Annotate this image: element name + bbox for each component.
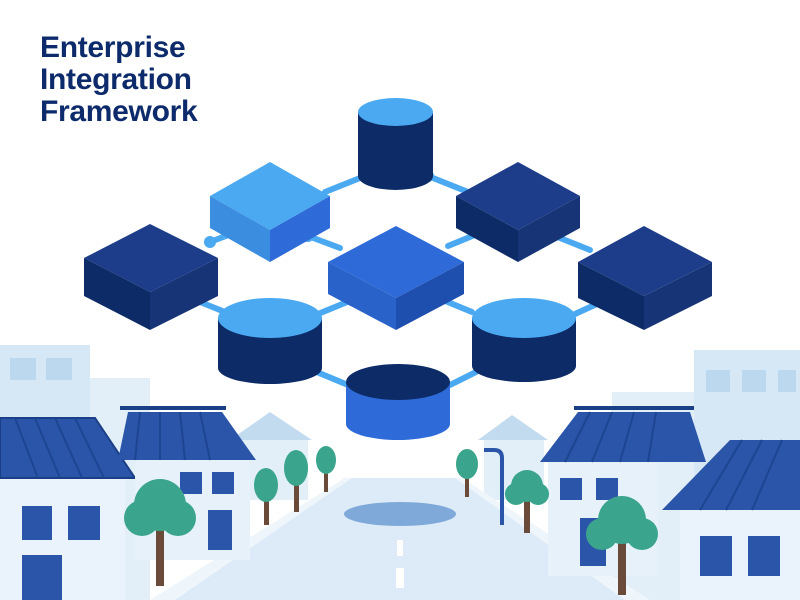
tree-icon xyxy=(456,449,478,497)
house-icon xyxy=(118,406,256,560)
server-block-icon xyxy=(578,226,712,330)
database-icon xyxy=(358,98,433,190)
tree-icon xyxy=(505,470,549,533)
server-block-icon xyxy=(328,226,464,330)
tree-icon xyxy=(254,468,278,525)
tree-icon xyxy=(316,446,336,492)
database-icon xyxy=(218,298,322,384)
title-line-3: Framework xyxy=(40,95,198,128)
database-icon xyxy=(346,364,450,440)
server-block-icon xyxy=(456,162,580,262)
street-lamp-icon xyxy=(484,448,504,525)
server-block-icon xyxy=(210,162,330,262)
title-line-2: Integration xyxy=(40,63,192,96)
house-icon xyxy=(662,439,800,600)
title-block: Enterprise Integration Framework xyxy=(40,31,198,128)
database-icon xyxy=(472,298,576,382)
tree-icon xyxy=(124,479,196,586)
tree-icon xyxy=(586,496,658,595)
server-block-icon xyxy=(84,224,218,330)
tree-icon xyxy=(284,450,308,512)
title-line-1: Enterprise xyxy=(40,31,186,64)
